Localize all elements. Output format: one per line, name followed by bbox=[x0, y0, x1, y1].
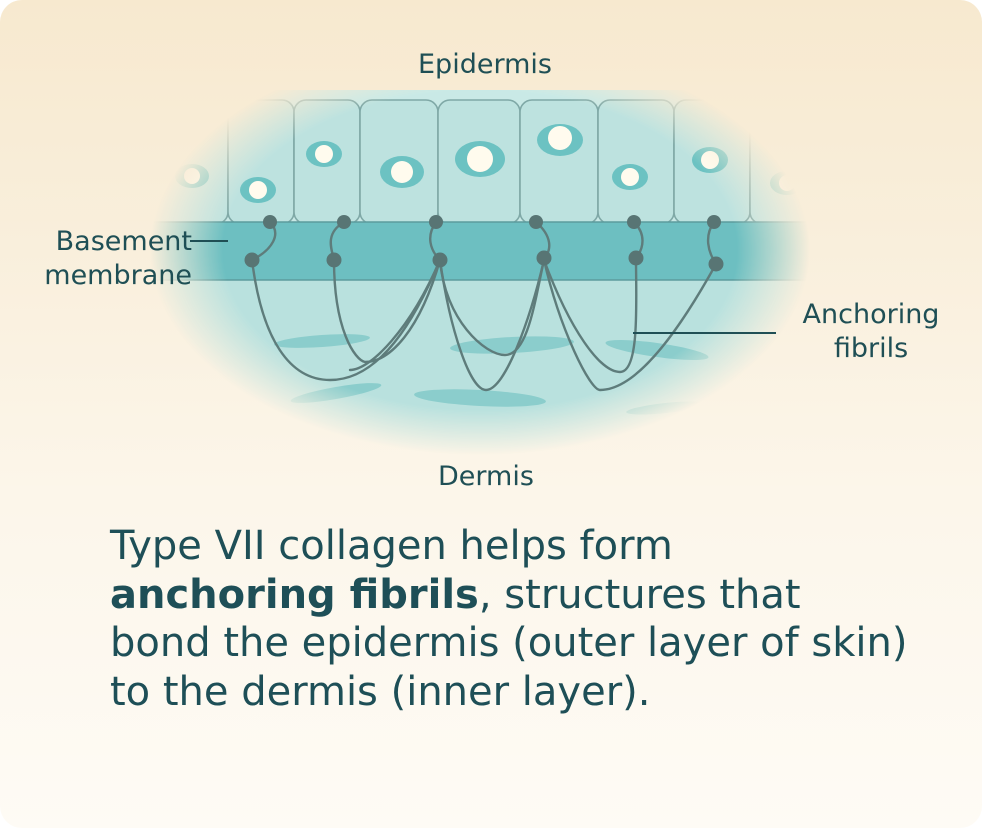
caption-lead: Type VII collagen helps form bbox=[110, 523, 673, 569]
label-basement-membrane: Basement membrane bbox=[44, 226, 192, 291]
caption-text: Type VII collagen helps form anchoring f… bbox=[110, 522, 910, 716]
label-epidermis: Epidermis bbox=[418, 49, 552, 80]
basement-membrane-band bbox=[120, 222, 840, 280]
dermis-layer bbox=[120, 250, 840, 470]
label-dermis: Dermis bbox=[438, 461, 534, 492]
fibril-nodes bbox=[244, 215, 724, 272]
caption-rest: , structures that bond the epidermis (ou… bbox=[110, 571, 908, 715]
label-anchoring-fibrils: Anchoring fibrils bbox=[802, 299, 940, 364]
caption-highlight: anchoring fibrils bbox=[110, 571, 479, 618]
dermis-collagen-streaks bbox=[274, 334, 709, 415]
cell-nuclei bbox=[175, 124, 804, 203]
